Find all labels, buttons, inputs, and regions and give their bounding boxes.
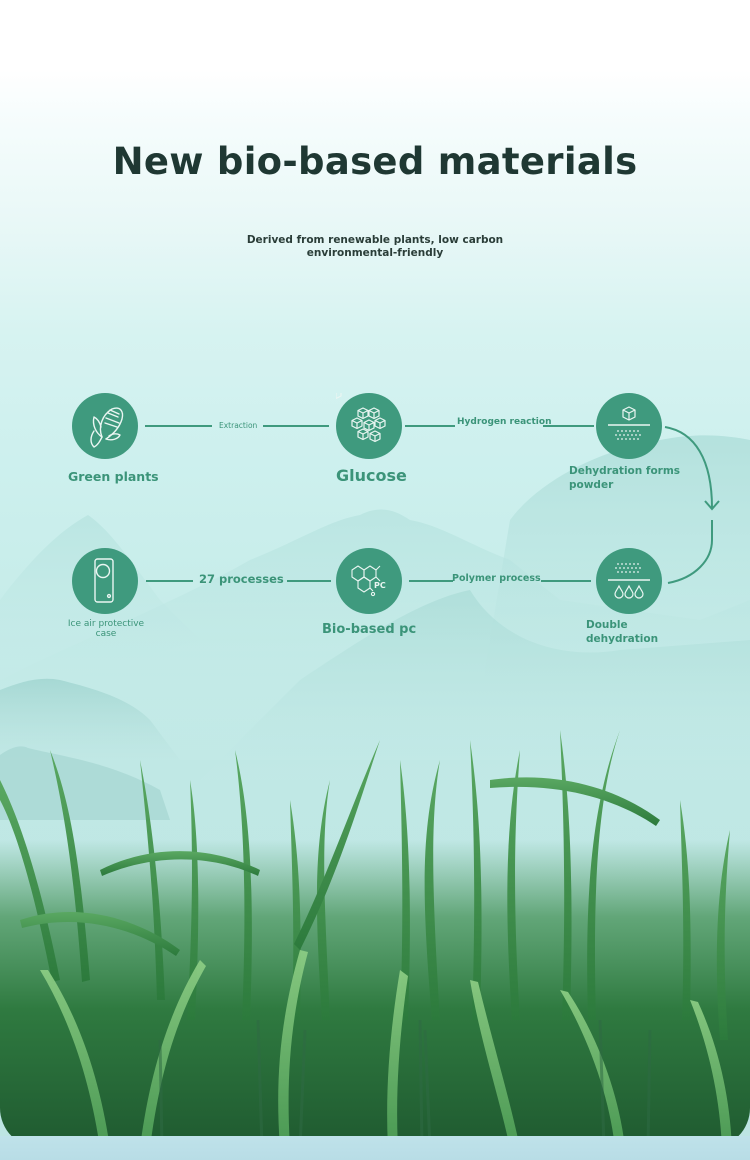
subtitle-line-2: environmental-friendly [306, 247, 444, 259]
label-line-1: Dehydration forms [569, 465, 681, 477]
connector-line [409, 580, 453, 582]
arrow-head-icon [704, 500, 720, 511]
label-line-1: Ice air protective [67, 619, 145, 629]
page-subtitle: Derived from renewable plants, low carbo… [0, 234, 750, 260]
powder-cube-icon [608, 406, 650, 440]
connector-line [543, 425, 594, 427]
node-bio-based-pc: PC [336, 548, 402, 614]
corn-icon [90, 407, 124, 448]
phone-case-icon [94, 558, 114, 603]
node-ice-air-case [72, 548, 138, 614]
bottom-strip [0, 1136, 750, 1160]
svg-text:PC: PC [374, 581, 386, 590]
node-green-plants [72, 393, 138, 459]
connector-line [145, 425, 212, 427]
step-label-extraction: Extraction [219, 421, 258, 430]
cubes-icon [336, 393, 386, 443]
water-drops-icon [608, 563, 650, 599]
page-title: New bio-based materials [112, 140, 638, 183]
node-glucose [336, 393, 402, 459]
step-label-hydrogen-reaction: Hydrogen reaction [457, 417, 552, 427]
node-double-dehydration [596, 548, 662, 614]
step-label-polymer-process: Polymer process [452, 573, 541, 584]
connector-line [263, 425, 329, 427]
node-label-green-plants: Green plants [68, 469, 159, 484]
subtitle-line-1: Derived from renewable plants, low carbo… [246, 234, 504, 246]
connector-line [146, 580, 193, 582]
molecule-pc-icon: PC [351, 565, 386, 597]
curved-arrow-connector [664, 426, 720, 584]
connector-line [405, 425, 455, 427]
label-line-2: case [95, 629, 117, 639]
node-label-double-dehydration: Double dehydration [586, 618, 658, 646]
label-line-2: dehydration [586, 633, 659, 645]
label-line-2: powder [569, 479, 614, 491]
grass-field-image [0, 720, 750, 1148]
connector-line [287, 580, 331, 582]
step-label-27-processes: 27 processes [199, 572, 284, 586]
node-label-dehydration-powder: Dehydration forms powder [569, 464, 680, 492]
connector-line [541, 580, 591, 582]
node-label-ice-air-case: Ice air protective case [56, 619, 156, 639]
label-line-1: Double [586, 619, 628, 631]
node-label-glucose: Glucose [336, 466, 407, 485]
node-dehydration-powder [596, 393, 662, 459]
node-label-bio-based-pc: Bio-based pc [322, 622, 417, 637]
grass-illustration [0, 730, 750, 1148]
